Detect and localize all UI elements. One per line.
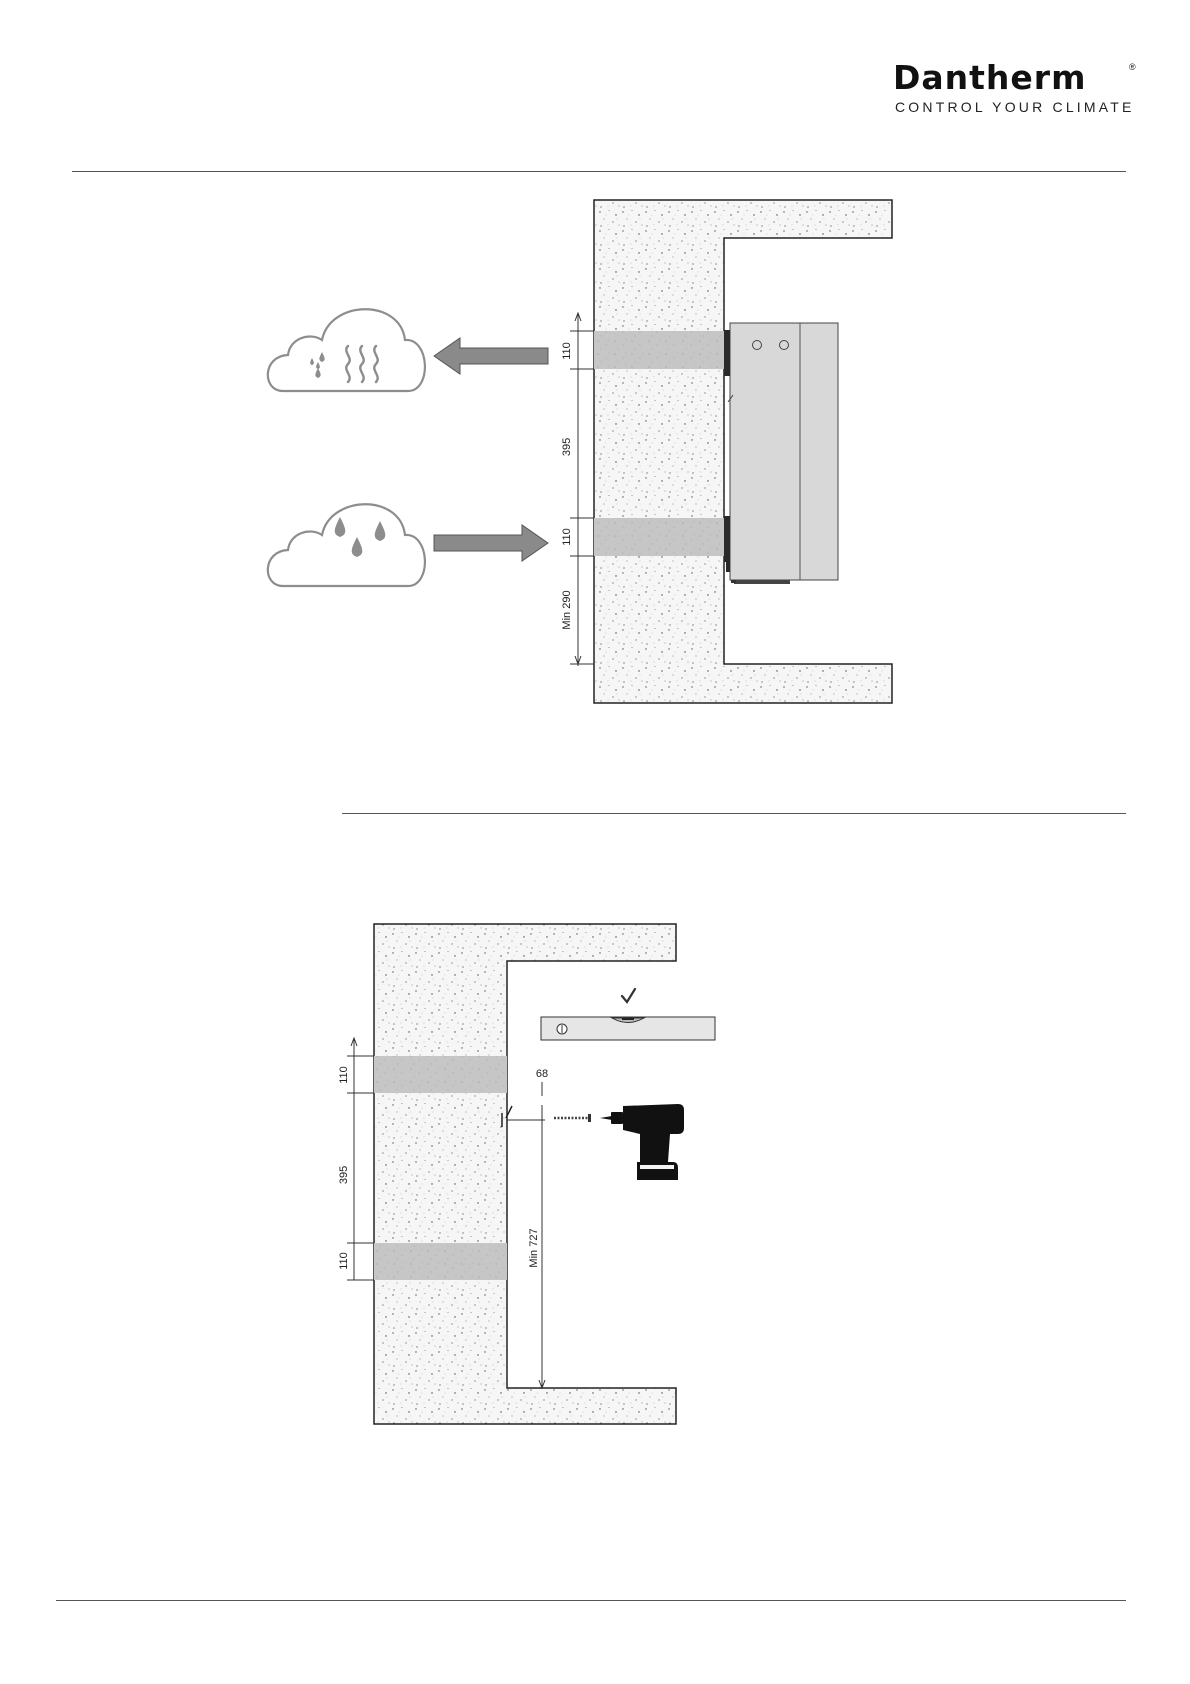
dim-between-ducts: 395 bbox=[561, 438, 573, 456]
dehumidifier-unit bbox=[724, 323, 838, 584]
upper-duct bbox=[594, 331, 724, 369]
section-rule bbox=[342, 813, 1126, 814]
lower-duct bbox=[594, 518, 724, 556]
dimension-line-vertical bbox=[570, 313, 594, 666]
dim-upper-duct: 110 bbox=[561, 342, 573, 360]
figure-drilling-layout: 110 395 110 68 Min 727 bbox=[0, 900, 1190, 1460]
drill-icon bbox=[600, 1104, 684, 1180]
dim-mount-height: Min 727 bbox=[528, 1228, 540, 1267]
spirit-level bbox=[541, 1017, 715, 1040]
cloud-vapour-icon bbox=[268, 309, 425, 391]
dim-floor-clearance: Min 290 bbox=[561, 590, 573, 629]
checkmark-icon bbox=[622, 989, 635, 1002]
arrow-left-icon bbox=[434, 338, 548, 374]
figure-installation-side-view: 110 395 110 Min 290 bbox=[0, 0, 1190, 720]
dim-screw-offset: 68 bbox=[536, 1068, 548, 1080]
dim-lower-duct-2: 110 bbox=[338, 1252, 350, 1270]
dimension-line-left bbox=[347, 1038, 374, 1280]
upper-duct-2 bbox=[374, 1056, 507, 1093]
footer-rule bbox=[56, 1600, 1126, 1601]
arrow-right-icon bbox=[434, 525, 548, 561]
dim-upper-duct-2: 110 bbox=[338, 1066, 350, 1084]
lower-duct-2 bbox=[374, 1243, 507, 1280]
dim-lower-duct: 110 bbox=[561, 528, 573, 546]
wall-section-2 bbox=[374, 924, 676, 1424]
cloud-rain-icon bbox=[268, 504, 425, 586]
screw-icon bbox=[554, 1114, 591, 1122]
dim-between-ducts-2: 395 bbox=[338, 1166, 350, 1184]
